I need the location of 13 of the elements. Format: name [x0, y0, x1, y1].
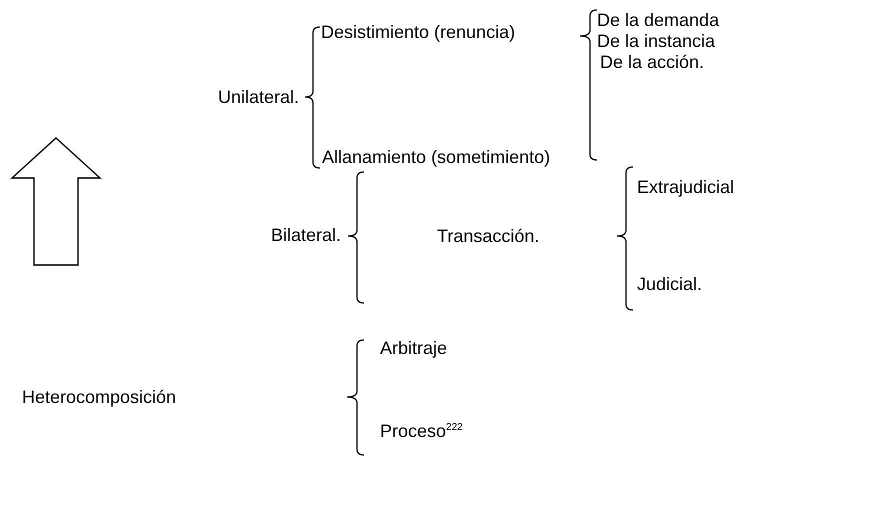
- item-label: Extrajudicial: [637, 176, 734, 198]
- sub-class-label: Transacción.: [437, 225, 540, 247]
- item-label: De la acción.: [600, 51, 704, 73]
- item-label: Arbitraje: [380, 337, 448, 359]
- item-label: Proceso$^{222}$: [380, 420, 463, 442]
- class-label: Bilateral.: [271, 224, 342, 246]
- class-label: Heterocomposición: [22, 386, 176, 408]
- class-label: Unilateral.: [218, 86, 300, 108]
- sub-class-label: Desistimiento (renuncia): [321, 21, 516, 43]
- item-label: De la instancia: [597, 30, 716, 52]
- item-label: Judicial.: [637, 273, 702, 295]
- sub-class-label: Allanamiento (sometimiento): [322, 146, 550, 168]
- item-label: De la demanda: [597, 9, 720, 31]
